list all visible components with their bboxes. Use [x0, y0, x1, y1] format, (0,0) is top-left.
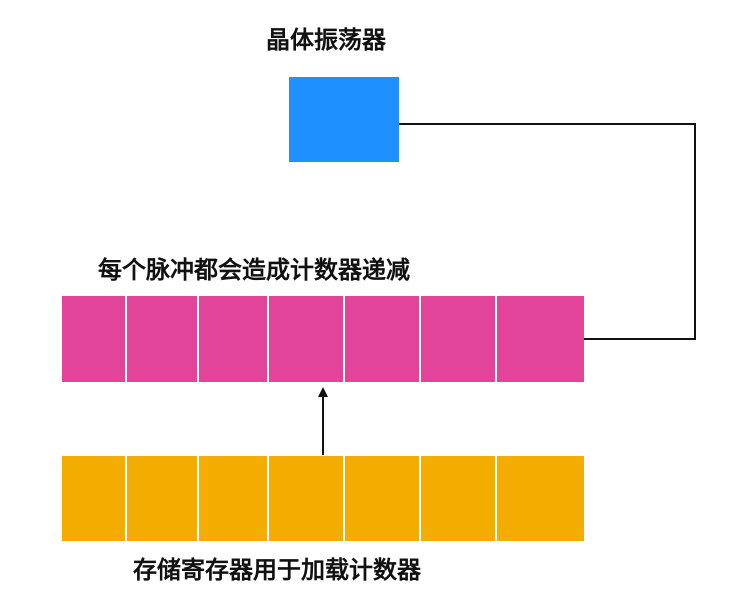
oscillator-label: 晶体振荡器 — [266, 26, 386, 54]
register-cell — [127, 456, 199, 541]
counter-cell — [497, 296, 584, 382]
register-cell — [269, 456, 345, 541]
storage-register — [62, 456, 584, 541]
register-cell — [199, 456, 269, 541]
counter-cell — [127, 296, 199, 382]
register-cell — [345, 456, 421, 541]
counter-cell — [269, 296, 345, 382]
register-cell — [421, 456, 497, 541]
counter-cell — [199, 296, 269, 382]
register-cell — [497, 456, 584, 541]
counter-label: 每个脉冲都会造成计数器递减 — [98, 256, 410, 284]
register-cell — [62, 456, 127, 541]
oscillator-to-counter-line — [399, 123, 696, 340]
counter-cell — [421, 296, 497, 382]
counter-cell — [62, 296, 127, 382]
register-label: 存储寄存器用于加载计数器 — [133, 556, 421, 584]
counter-cell — [345, 296, 421, 382]
counter-register — [62, 296, 584, 382]
crystal-oscillator-block — [289, 77, 399, 162]
